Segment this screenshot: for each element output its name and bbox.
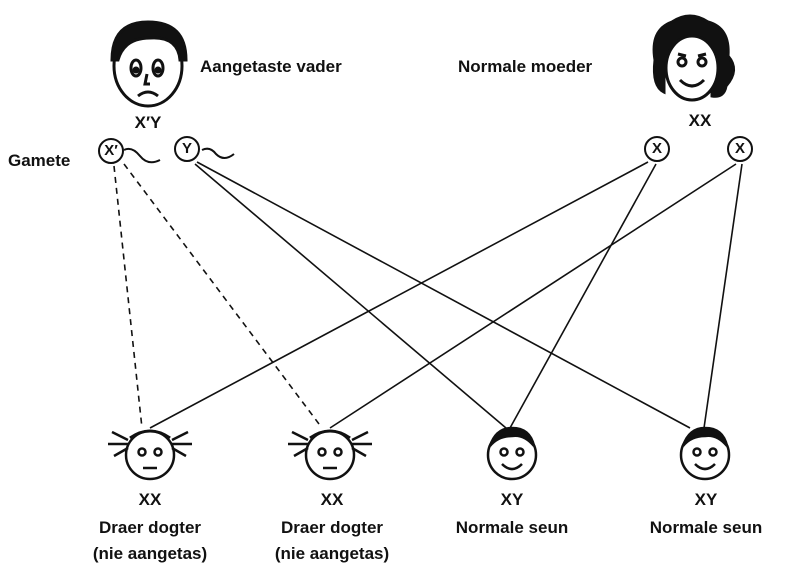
father-face-icon [110,20,188,108]
line-father-x-to-daughter-2 [123,163,323,429]
line-mother-x2-to-daughter-2 [329,163,737,429]
sperm-tails [123,147,235,164]
line-father-y-to-son-2 [196,161,691,429]
mother-gamete-x-1: X [644,136,670,162]
father-gamete-x-prime: X′ [98,138,124,164]
daughter-1-face-icon [108,429,192,481]
father-genotype: X′Y [134,113,162,132]
offspring-3-genotype: XY [500,490,524,509]
offspring-3-label: Normale seun [455,518,569,537]
inheritance-lines [113,161,743,429]
gamete-label: Gamete [8,151,71,170]
line-father-x-to-daughter-1 [113,165,143,429]
line-mother-x2-to-son-2 [703,163,743,429]
offspring-1-label: Draer dogter [98,518,202,537]
son-1-face-icon [486,426,538,481]
son-2-face-icon [679,426,731,481]
mother-face-icon [652,14,735,102]
line-father-y-to-son-1 [194,163,507,429]
offspring-2-genotype: XX [320,490,344,509]
father-gamete-y: Y [174,136,200,162]
father-label: Aangetaste vader [200,57,342,76]
line-mother-x1-to-daughter-1 [149,161,649,429]
mother-label: Normale moeder [458,57,593,76]
offspring-2-label: Draer dogter [280,518,384,537]
mother-gamete-x-2: X [727,136,753,162]
offspring-4-label: Normale seun [649,518,763,537]
offspring-2-note: (nie aangetas) [274,544,390,563]
offspring-4-genotype: XY [694,490,718,509]
mother-genotype: XX [688,111,712,130]
line-mother-x1-to-son-1 [509,163,657,429]
offspring-1-genotype: XX [138,490,162,509]
offspring-1-note: (nie aangetas) [92,544,208,563]
daughter-2-face-icon [288,429,372,481]
